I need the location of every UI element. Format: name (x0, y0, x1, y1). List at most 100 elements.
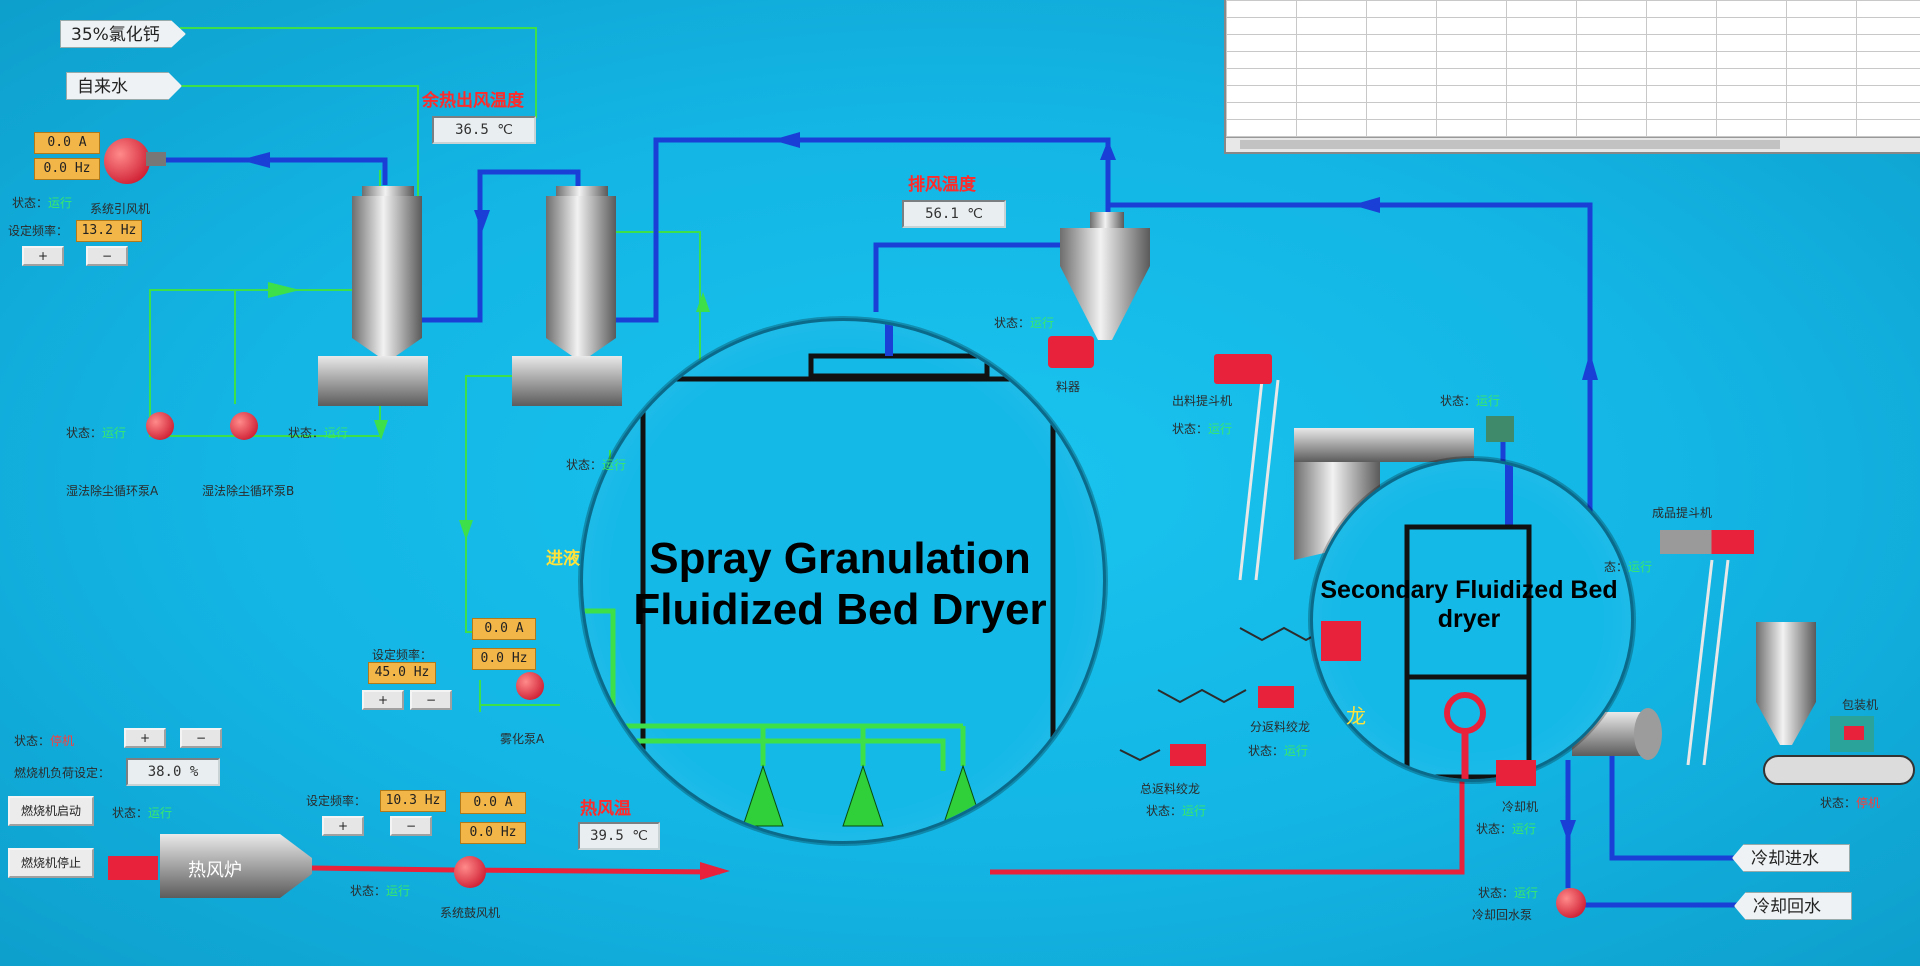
blower-plus-button[interactable]: + (322, 816, 364, 836)
discharge-elevator-motor[interactable] (1214, 354, 1272, 384)
cooling-water-return: 冷却回水 (1734, 892, 1852, 920)
status-label: 状态： (1820, 796, 1857, 810)
burner-status-2: 状态：运行 (112, 804, 172, 821)
flow-arrow (459, 520, 473, 540)
induced-fan-current: 0.0 A (34, 132, 100, 154)
product-elevator-status: 态：运行 (1604, 558, 1652, 575)
blower-minus-button[interactable]: − (390, 816, 432, 836)
burner-start-button[interactable]: 燃烧机启动 (8, 796, 94, 826)
status-value: 运行 (324, 426, 349, 440)
induced-fan-icon[interactable] (104, 138, 150, 184)
atomizer-minus-button[interactable]: − (410, 690, 452, 710)
scrubber-pump-a-icon[interactable] (146, 412, 174, 440)
spreadsheet-grid[interactable] (1224, 0, 1920, 154)
status-value: 运行 (1284, 744, 1309, 758)
scrollbar-thumb[interactable] (1240, 140, 1780, 149)
status-label: 状态： (1146, 804, 1183, 818)
return-conveyor-motor[interactable] (1170, 744, 1206, 766)
burner-icon[interactable] (108, 856, 158, 880)
return-conveyor-status: 状态：运行 (1146, 802, 1206, 819)
flow-arrow (1352, 197, 1380, 213)
cooler-drum (1572, 708, 1662, 760)
flow-arrow (474, 210, 490, 232)
cooler-motor[interactable] (1496, 760, 1536, 786)
scrubber-tower-a (318, 186, 428, 406)
status-value: 运行 (1514, 886, 1539, 900)
hot-air-furnace (160, 834, 312, 898)
lens-secondary-dryer (1310, 458, 1634, 782)
status-value: 运行 (1476, 394, 1501, 408)
status-value: 运行 (1628, 560, 1653, 574)
flow-arrow (772, 132, 800, 148)
induced-fan-frequency: 0.0 Hz (34, 158, 100, 180)
flow-arrow (1582, 352, 1598, 380)
atomizer-plus-button[interactable]: + (362, 690, 404, 710)
status-label: 状态： (288, 426, 325, 440)
atomizer-setfreq-label: 设定频率： (372, 648, 433, 662)
status-value: 运行 (602, 458, 627, 472)
status-prefix: 态： (1604, 560, 1629, 574)
discharge-elevator-status: 状态：运行 (1172, 420, 1232, 437)
blower-icon[interactable] (454, 856, 486, 888)
scrubber-pump-b-icon[interactable] (230, 412, 258, 440)
status-label: 状态： (112, 806, 149, 820)
flow-arrow (696, 292, 710, 312)
split-conveyor-motor[interactable] (1258, 686, 1294, 708)
cooling-pump-icon[interactable] (1556, 888, 1586, 918)
status-label: 状态： (1172, 422, 1209, 436)
burner-minus-button[interactable]: − (180, 728, 222, 748)
induced-fan-minus-button[interactable]: − (86, 246, 128, 266)
secondary-dryer-detail (1321, 461, 1532, 779)
feed-calcium-chloride: 35%氯化钙 (60, 20, 186, 48)
horizontal-scrollbar[interactable] (1226, 137, 1920, 152)
waste-heat-temp-label: 余热出风温度 (422, 91, 524, 111)
lens-main-dryer (580, 318, 1106, 844)
secondary-status: 状态：运行 (1440, 392, 1500, 409)
feed-liquid-label: 进液 (546, 549, 580, 569)
cooler-status: 状态：运行 (1476, 820, 1536, 837)
blower-frequency: 0.0 Hz (460, 822, 526, 844)
atomizer-setfreq-value[interactable]: 45.0 Hz (368, 662, 436, 684)
induced-fan-setfreq-value[interactable]: 13.2 Hz (76, 220, 142, 242)
cyclone-valve-name: 料器 (1056, 380, 1081, 394)
product-elevator-name: 成品提斗机 (1652, 506, 1713, 520)
status-value: 停机 (50, 734, 75, 748)
status-label: 状态： (1478, 886, 1515, 900)
rotary-valve-icon[interactable] (1048, 336, 1094, 368)
induced-fan-plus-button[interactable]: + (22, 246, 64, 266)
burner-load-value[interactable]: 38.0 % (126, 758, 220, 786)
secondary-motor[interactable] (1486, 416, 1514, 442)
flow-arrow (1560, 820, 1576, 842)
status-label: 状态： (66, 426, 103, 440)
status-value: 运行 (386, 884, 411, 898)
status-value: 运行 (1512, 822, 1537, 836)
main-dryer-detail (583, 321, 1056, 827)
status-value: 运行 (148, 806, 173, 820)
status-value: 运行 (1182, 804, 1207, 818)
burner-load-label: 燃烧机负荷设定： (14, 766, 111, 780)
blower-status: 状态：运行 (350, 882, 410, 899)
return-conveyor-name: 总返料绞龙 (1140, 782, 1201, 796)
burner-stop-button[interactable]: 燃烧机停止 (8, 848, 94, 878)
atomizer-current: 0.0 A (472, 618, 536, 640)
status-value: 运行 (102, 426, 127, 440)
flow-arrow (268, 282, 300, 298)
product-elevator-motor[interactable] (1660, 530, 1754, 554)
atomizer-pump-icon[interactable] (516, 672, 544, 700)
burner-plus-button[interactable]: + (124, 728, 166, 748)
packaging-conveyor (1763, 716, 1915, 785)
screw-conveyors (1119, 626, 1329, 762)
air-lines (165, 137, 1745, 908)
scrubber-pump-a-name: 湿法除尘循环泵A (66, 484, 159, 498)
scrubber-pump-b-status: 状态：运行 (288, 424, 348, 441)
cyclone-status: 状态：运行 (994, 314, 1054, 331)
cooling-pump-name: 冷却回水泵 (1472, 908, 1533, 922)
hot-air-furnace-label: 热风炉 (188, 860, 242, 881)
product-silo (1756, 622, 1816, 745)
induced-fan-setfreq-label: 设定频率： (8, 224, 69, 238)
flow-arrow (1100, 140, 1116, 160)
blower-setfreq-value[interactable]: 10.3 Hz (380, 790, 446, 812)
cooling-water-in: 冷却进水 (1732, 844, 1850, 872)
exhaust-temp-label: 排风温度 (908, 175, 976, 195)
flow-arrow (240, 152, 270, 168)
